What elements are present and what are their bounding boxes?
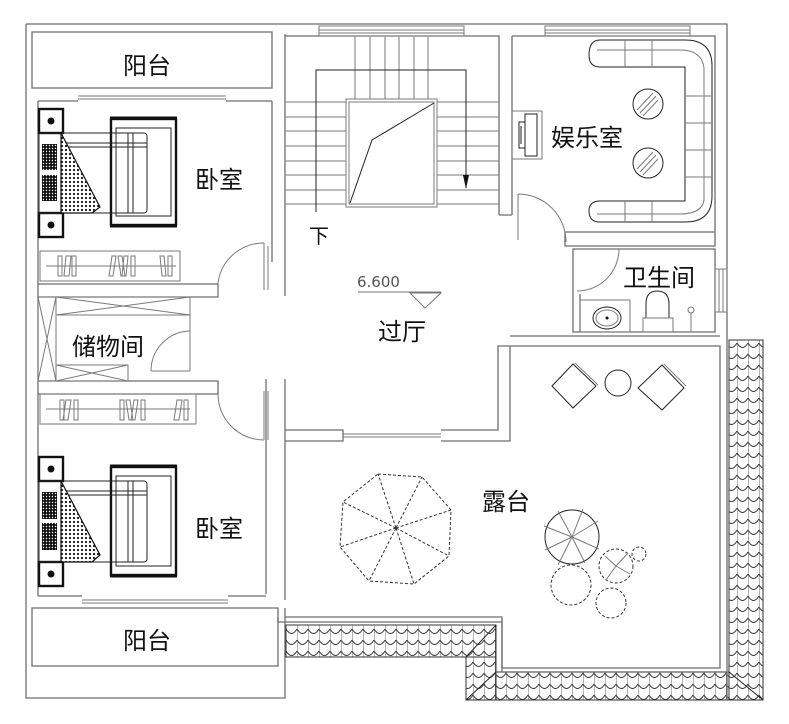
shrub-icon: [595, 587, 627, 619]
door-swing-icon: [517, 193, 567, 243]
terrace: [339, 362, 687, 619]
elevation-marker-icon: [358, 291, 443, 309]
terrace-parapet: [277, 336, 728, 700]
room-label-balcony-bottom: 阳台: [123, 627, 171, 655]
round-table-icon: [632, 147, 664, 179]
windows: [78, 25, 728, 604]
bed-icon: [37, 107, 178, 239]
room-label-entertainment: 娱乐室: [551, 124, 623, 152]
window-icon: [318, 25, 465, 37]
wardrobe-icon: [39, 250, 181, 282]
lounge-chair-icon: [551, 362, 599, 409]
elevation-mark: 6.600: [357, 273, 400, 291]
room-label-balcony-top: 阳台: [123, 52, 171, 80]
floor-drain-icon: [687, 306, 695, 332]
toilet-icon: [642, 290, 674, 333]
wardrobe-icon: [39, 393, 197, 425]
tree-icon: [543, 508, 600, 566]
door-swing-icon: [217, 391, 269, 441]
lounge-chair-icon: [637, 363, 687, 411]
washbasin-icon: [579, 299, 631, 333]
bed-icon: [37, 455, 178, 588]
shrub-icon: [598, 548, 634, 584]
roof-tile-icon: [285, 339, 764, 701]
storage-room: [37, 296, 191, 382]
stair-direction-label: 下: [309, 224, 329, 248]
bedroom-top: 卧室: [37, 107, 243, 282]
window-icon: [714, 268, 728, 313]
door-swing-icon: [576, 248, 620, 292]
round-table-icon: [604, 369, 632, 397]
bedroom-bottom: [37, 393, 197, 588]
stair-arrow-icon: [463, 175, 469, 189]
room-label-terrace: 露台: [482, 488, 530, 516]
tv-cabinet-icon: [511, 110, 543, 160]
sliding-door-icon: [78, 95, 441, 604]
staircase-icon: [285, 37, 499, 212]
shrub-icon: [550, 564, 592, 606]
parasol-icon: [339, 473, 452, 585]
room-label-hall: 过厅: [378, 318, 426, 346]
window-icon: [544, 25, 691, 37]
room-label-bathroom: 卫生间: [623, 264, 695, 292]
door-swing-icon: [150, 330, 191, 372]
door-swing-icon: [217, 242, 269, 297]
shrub-icon: [631, 546, 647, 562]
balcony-top-outline: [31, 31, 273, 89]
balcony-bottom-outline: [31, 607, 279, 667]
round-table-icon: [632, 88, 664, 120]
entertainment-room: [511, 39, 713, 243]
sofa-icon: [588, 39, 713, 223]
room-label-bedroom-top: 卧室: [195, 166, 243, 194]
room-label-storage: 储物间: [72, 333, 144, 361]
room-label-bedroom-bottom: 卧室: [195, 515, 243, 543]
bathroom: [576, 248, 695, 333]
